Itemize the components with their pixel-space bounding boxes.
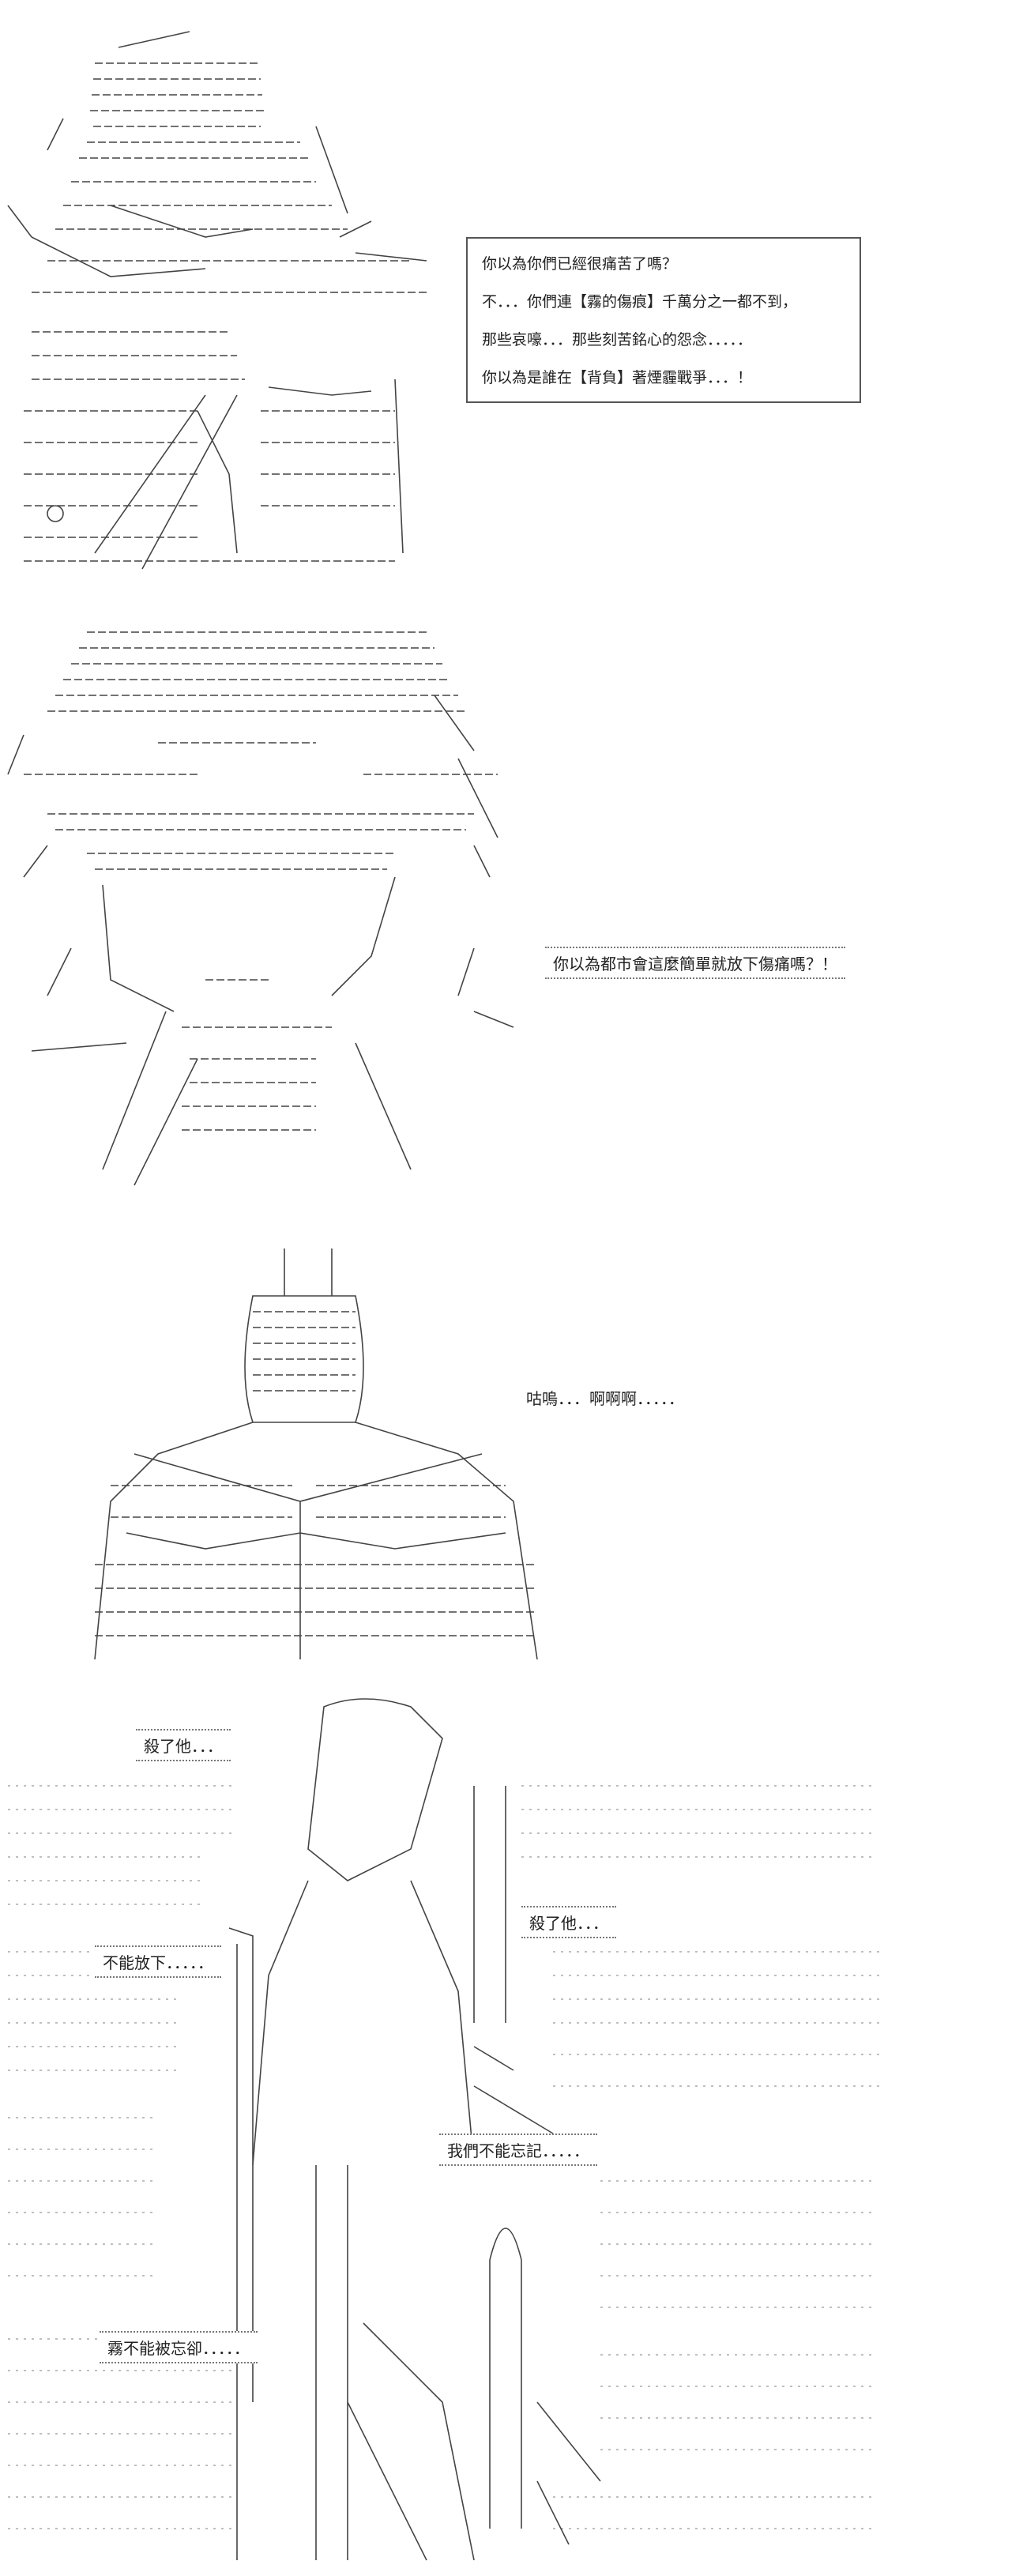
panel-3: 咕嗚．．．啊啊啊．．．．． — [0, 1248, 1027, 1691]
ascii-art-crowd-scene — [0, 1691, 1027, 2576]
voice-bubble-1: 殺了他．．． — [136, 1729, 231, 1761]
narration-line-1: 你以為你們已經很痛苦了嗎？ — [482, 255, 678, 273]
panel-4: 殺了他．．． 殺了他．．． 不能放下．．．．． 我們不能忘記．．．．． 霧不能被… — [0, 1691, 1027, 2576]
voice-bubble-2: 殺了他．．． — [521, 1906, 616, 1938]
panel-2: 你以為都市會這麼簡單就放下傷痛嗎？！ — [0, 616, 1027, 1248]
ascii-art-shadowed-face — [0, 616, 1027, 1248]
voice-bubble-3: 不能放下．．．．． — [95, 1945, 221, 1978]
narration-line-4: 你以為是誰在【背負】著煙霾戰爭．．．！ — [482, 369, 753, 386]
voice-bubble-5: 霧不能被忘卻．．．．． — [100, 2331, 258, 2363]
narration-line-3: 那些哀嚎．．．那些刻苦銘心的怨念．．．．． — [482, 331, 753, 348]
ascii-art-hunched-figure — [0, 1248, 1027, 1691]
panel-1: 你以為你們已經很痛苦了嗎？ 不．．．你們連【霧的傷痕】千萬分之一都不到， 那些哀… — [0, 0, 1027, 616]
speech-bubble-2: 你以為都市會這麼簡單就放下傷痛嗎？！ — [545, 947, 845, 979]
voice-bubble-4: 我們不能忘記．．．．． — [439, 2133, 597, 2166]
narration-box: 你以為你們已經很痛苦了嗎？ 不．．．你們連【霧的傷痕】千萬分之一都不到， 那些哀… — [466, 237, 861, 403]
ascii-art-hatted-figure — [0, 0, 1027, 616]
narration-line-2: 不．．．你們連【霧的傷痕】千萬分之一都不到， — [482, 293, 798, 311]
speech-text-3: 咕嗚．．．啊啊啊．．．．． — [521, 1384, 689, 1410]
